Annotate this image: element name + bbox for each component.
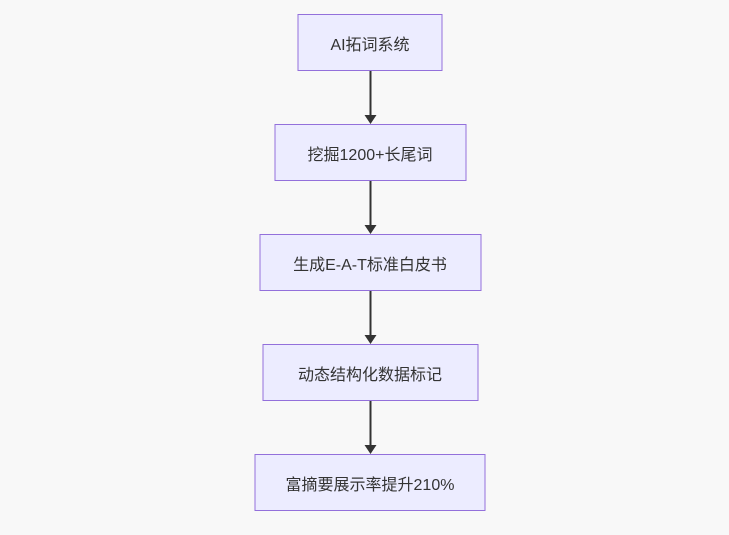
flow-node-rich-snippet-result: 富摘要展示率提升210% bbox=[254, 454, 486, 511]
arrow-line bbox=[369, 181, 371, 225]
arrowhead-down-icon bbox=[364, 335, 376, 344]
flowchart-column: AI拓词系统 挖掘1200+长尾词 生成E-A-T标准白皮书 动态结构化数据标记… bbox=[254, 14, 486, 511]
arrowhead-down-icon bbox=[364, 225, 376, 234]
arrow-line bbox=[369, 401, 371, 445]
arrowhead-down-icon bbox=[364, 115, 376, 124]
flow-edge-2 bbox=[363, 181, 377, 234]
flow-edge-1 bbox=[363, 71, 377, 124]
flow-node-longtail-mining: 挖掘1200+长尾词 bbox=[274, 124, 466, 181]
flow-node-structured-data-markup: 动态结构化数据标记 bbox=[262, 344, 478, 401]
flow-node-eat-whitepaper: 生成E-A-T标准白皮书 bbox=[259, 234, 481, 291]
arrow-line bbox=[369, 71, 371, 115]
arrowhead-down-icon bbox=[364, 445, 376, 454]
flow-edge-3 bbox=[363, 291, 377, 344]
flow-node-ai-keyword-system: AI拓词系统 bbox=[297, 14, 443, 71]
arrow-line bbox=[369, 291, 371, 335]
flow-edge-4 bbox=[363, 401, 377, 454]
